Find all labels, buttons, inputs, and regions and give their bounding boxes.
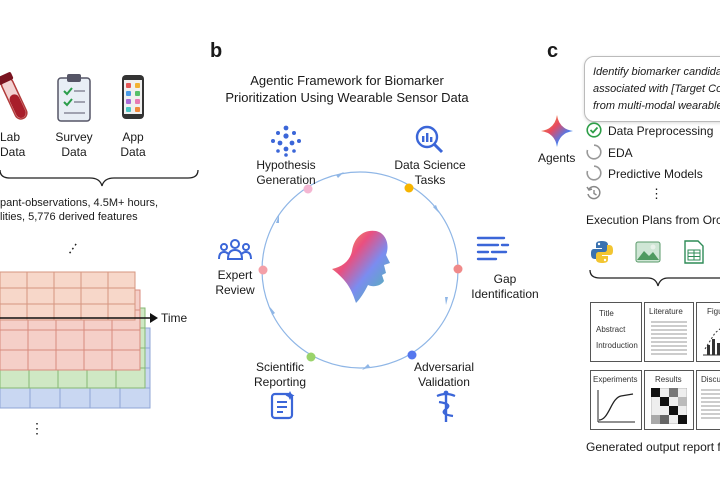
- node-dot-expert: [258, 265, 268, 275]
- node-label-reporting: Scientific Reporting: [253, 360, 307, 389]
- grouping-brace: [0, 169, 199, 187]
- prompt-line-3: from multi-modal wearable: [593, 100, 720, 112]
- test-tube-icon: [0, 72, 28, 120]
- cycle-arrowhead: [270, 307, 275, 315]
- report-card-results: Results: [644, 370, 694, 430]
- panel-b-title-line1: Agentic Framework for Biomarker: [250, 73, 444, 88]
- summary-line-2: lities, 5,776 derived features: [0, 211, 138, 223]
- matrix-heatmap-icon: [651, 388, 687, 424]
- node-label-data-science: Data Science Tasks: [394, 158, 466, 187]
- report-card-figures: Figu: [696, 302, 720, 362]
- pending-circle-icon: [586, 165, 602, 181]
- node-label-adversarial: Adversarial Validation: [413, 360, 475, 389]
- agents-label: Agents: [538, 151, 576, 165]
- phone-app-icon: [122, 75, 144, 119]
- sigmoid-curve-icon: [597, 390, 635, 423]
- panel-b-title-line2: Prioritization Using Wearable Sensor Dat…: [225, 90, 469, 105]
- node-dot-reporting: [306, 352, 316, 362]
- step-data-preprocessing: Data Preprocessing: [608, 124, 714, 138]
- cycle-arrowhead: [433, 205, 439, 213]
- node-dot-adversarial: [407, 350, 417, 360]
- literature-lines: [651, 321, 687, 355]
- report-doc-icon: [270, 391, 295, 420]
- panel-b-letter: b: [210, 40, 223, 62]
- tools-brace: [589, 269, 720, 287]
- node-dot-data-science: [404, 183, 414, 193]
- node-dot-hypothesis: [303, 184, 313, 194]
- report-card-discussion: Discu: [696, 370, 720, 430]
- pending-circle-icon: [586, 144, 602, 160]
- execution-plans-label: Execution Plans from Orchest: [586, 213, 720, 227]
- card-abstract-text: Abstract: [596, 325, 626, 334]
- ai-head-logo: [332, 230, 390, 303]
- cycle-arrowhead: [276, 215, 279, 223]
- step-eda: EDA: [608, 146, 633, 160]
- card-results-text: Results: [655, 375, 682, 384]
- cycle-arrowhead: [445, 297, 448, 305]
- card-literature-text: Literature: [649, 307, 683, 316]
- check-circle-icon: [586, 122, 602, 138]
- data-tensor-stack: [0, 271, 151, 409]
- report-card-title: Title Abstract Introduction: [590, 302, 642, 362]
- bar-chart-icon: [703, 328, 720, 356]
- discussion-lines: [701, 389, 720, 419]
- survey-data-label: Survey Data: [55, 130, 93, 159]
- cycle-arrowhead: [336, 172, 344, 178]
- summary-line-1: pant-observations, 4.5M+ hours,: [0, 197, 159, 209]
- time-label: Time: [161, 311, 188, 325]
- lab-data-label: Lab Data: [0, 130, 26, 159]
- panel-c-letter: c: [547, 40, 559, 62]
- card-discussion-text: Discu: [701, 375, 720, 384]
- time-arrow: [0, 313, 158, 323]
- report-card-experiments: Experiments: [590, 370, 642, 430]
- clipboard-icon: [57, 74, 91, 122]
- card-experiments-text: Experiments: [593, 375, 638, 384]
- more-steps-ellipsis: ⋮: [650, 186, 663, 201]
- python-icon: [591, 241, 613, 263]
- report-card-literature: Literature: [644, 302, 694, 362]
- card-title-text: Title: [599, 309, 614, 318]
- image-gallery-icon: [635, 241, 661, 263]
- prompt-line-2: associated with [Target Con: [593, 83, 720, 95]
- hypothesis-dots-icon: [271, 125, 301, 157]
- card-introduction-text: Introduction: [596, 341, 638, 350]
- vertical-ellipsis: ⋮: [62, 237, 84, 259]
- magnifier-chart-icon: [415, 125, 444, 154]
- step-predictive-models: Predictive Models: [608, 167, 703, 181]
- generated-report-label: Generated output report for e: [586, 440, 720, 454]
- gemini-sparkle-icon: [541, 115, 573, 147]
- prompt-line-1: Identify biomarker candidate: [593, 66, 720, 78]
- caduceus-icon: [436, 390, 456, 422]
- node-label-gap: Gap Identification: [471, 272, 539, 301]
- app-data-label: App Data: [120, 130, 146, 159]
- data-layer-top: [0, 271, 136, 321]
- cycle-arrowhead: [362, 364, 370, 370]
- spreadsheet-icon: [684, 240, 704, 264]
- node-label-expert: Expert Review: [215, 268, 255, 297]
- node-dot-gap: [453, 264, 463, 274]
- history-icon: [586, 185, 601, 200]
- gap-lines-icon: [476, 236, 510, 261]
- node-label-hypothesis: Hypothesis Generation: [256, 158, 316, 187]
- prompt-bubble: Identify biomarker candidate associated …: [584, 56, 720, 122]
- agentic-cycle-diagram: [258, 171, 463, 370]
- panel-b-title: Agentic Framework for Biomarker Prioriti…: [222, 72, 472, 106]
- card-figures-text: Figu: [707, 307, 720, 316]
- people-group-icon: [218, 239, 252, 260]
- vertical-ellipsis-bottom: ⋮: [30, 420, 44, 436]
